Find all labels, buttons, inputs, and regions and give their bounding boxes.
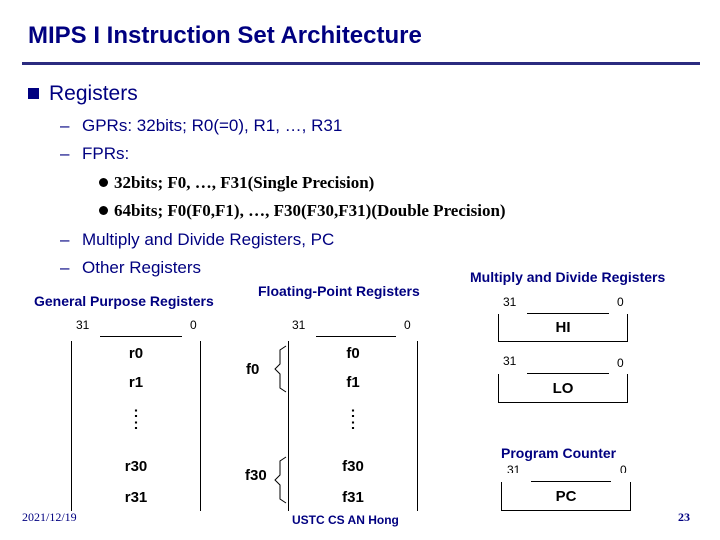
dot-bullet-icon [99,178,108,187]
bullet-fpr-single: 32bits; F0, …, F31(Single Precision) [99,173,374,193]
bullet-muldiv: –Multiply and Divide Registers, PC [60,230,335,249]
fpr-row-f1: f1 [346,374,360,391]
fpr-bit-hi: 31 [292,318,306,332]
pc-bit-line [531,481,611,482]
fpr-row-f31: f31 [342,489,364,506]
gpr-row-r31: r31 [124,489,148,506]
pc-bit-hi: 31 [507,463,521,473]
gpr-row-r1: r1 [128,374,144,391]
fpr-bit-lo: 0 [404,318,411,332]
brace-icon [274,456,287,504]
gpr-register-file: r0 r1 :: r30 r31 [71,341,201,511]
lo-register: LO [498,374,628,403]
lo-bit-hi: 31 [503,354,517,368]
bullet-registers: Registers [28,82,138,106]
fpr-register-file: f0 f1 :: f30 f31 [288,341,418,511]
fpr-pair-label-f0: f0 [246,361,260,378]
hi-bit-line [527,313,609,314]
gpr-bit-lo: 0 [190,318,197,332]
lo-bit-line [527,373,609,374]
fpr-header: Floating-Point Registers [258,283,420,299]
title-rule [22,62,700,65]
dot-bullet-icon [99,206,108,215]
hi-label: HI [555,319,571,336]
fpr-row-f0: f0 [346,345,360,362]
fpr-bit-line [316,336,396,337]
bullet-fpr-double: 64bits; F0(F0,F1), …, F30(F30,F31)(Doubl… [99,201,506,221]
hi-bit-lo: 0 [617,295,624,309]
gpr-bit-line [100,336,182,337]
page-title: MIPS I Instruction Set Architecture [28,22,422,49]
bullet-other: –Other Registers [60,258,202,277]
muldiv-header: Multiply and Divide Registers [470,269,666,285]
footer-author: USTC CS AN Hong [292,513,399,527]
lo-label: LO [552,380,574,397]
gpr-row-r0: r0 [128,345,144,362]
bullet-fprs: –FPRs: [60,144,130,163]
hi-register: HI [498,314,628,342]
bullet-gprs: –GPRs: 32bits; R0(=0), R1, …, R31 [60,116,343,135]
fpr-pair-label-f30: f30 [245,467,267,484]
hi-bit-hi: 31 [503,295,517,309]
page-number: 23 [678,510,690,524]
pc-register: PC [501,482,631,511]
footer-date: 2021/12/19 [22,510,77,524]
lo-bit-lo: 0 [617,356,624,370]
square-bullet-icon [28,88,39,99]
pc-header: Program Counter [501,445,617,461]
gpr-bit-hi: 31 [76,318,90,332]
gpr-row-r30: r30 [124,458,148,475]
gpr-row-ellipsis: :: [133,404,139,433]
brace-icon [274,345,287,393]
fpr-row-ellipsis: :: [350,404,356,433]
pc-label: PC [555,488,577,505]
gpr-header: General Purpose Registers [34,293,214,309]
pc-bit-lo: 0 [620,463,627,473]
fpr-row-f30: f30 [342,458,364,475]
